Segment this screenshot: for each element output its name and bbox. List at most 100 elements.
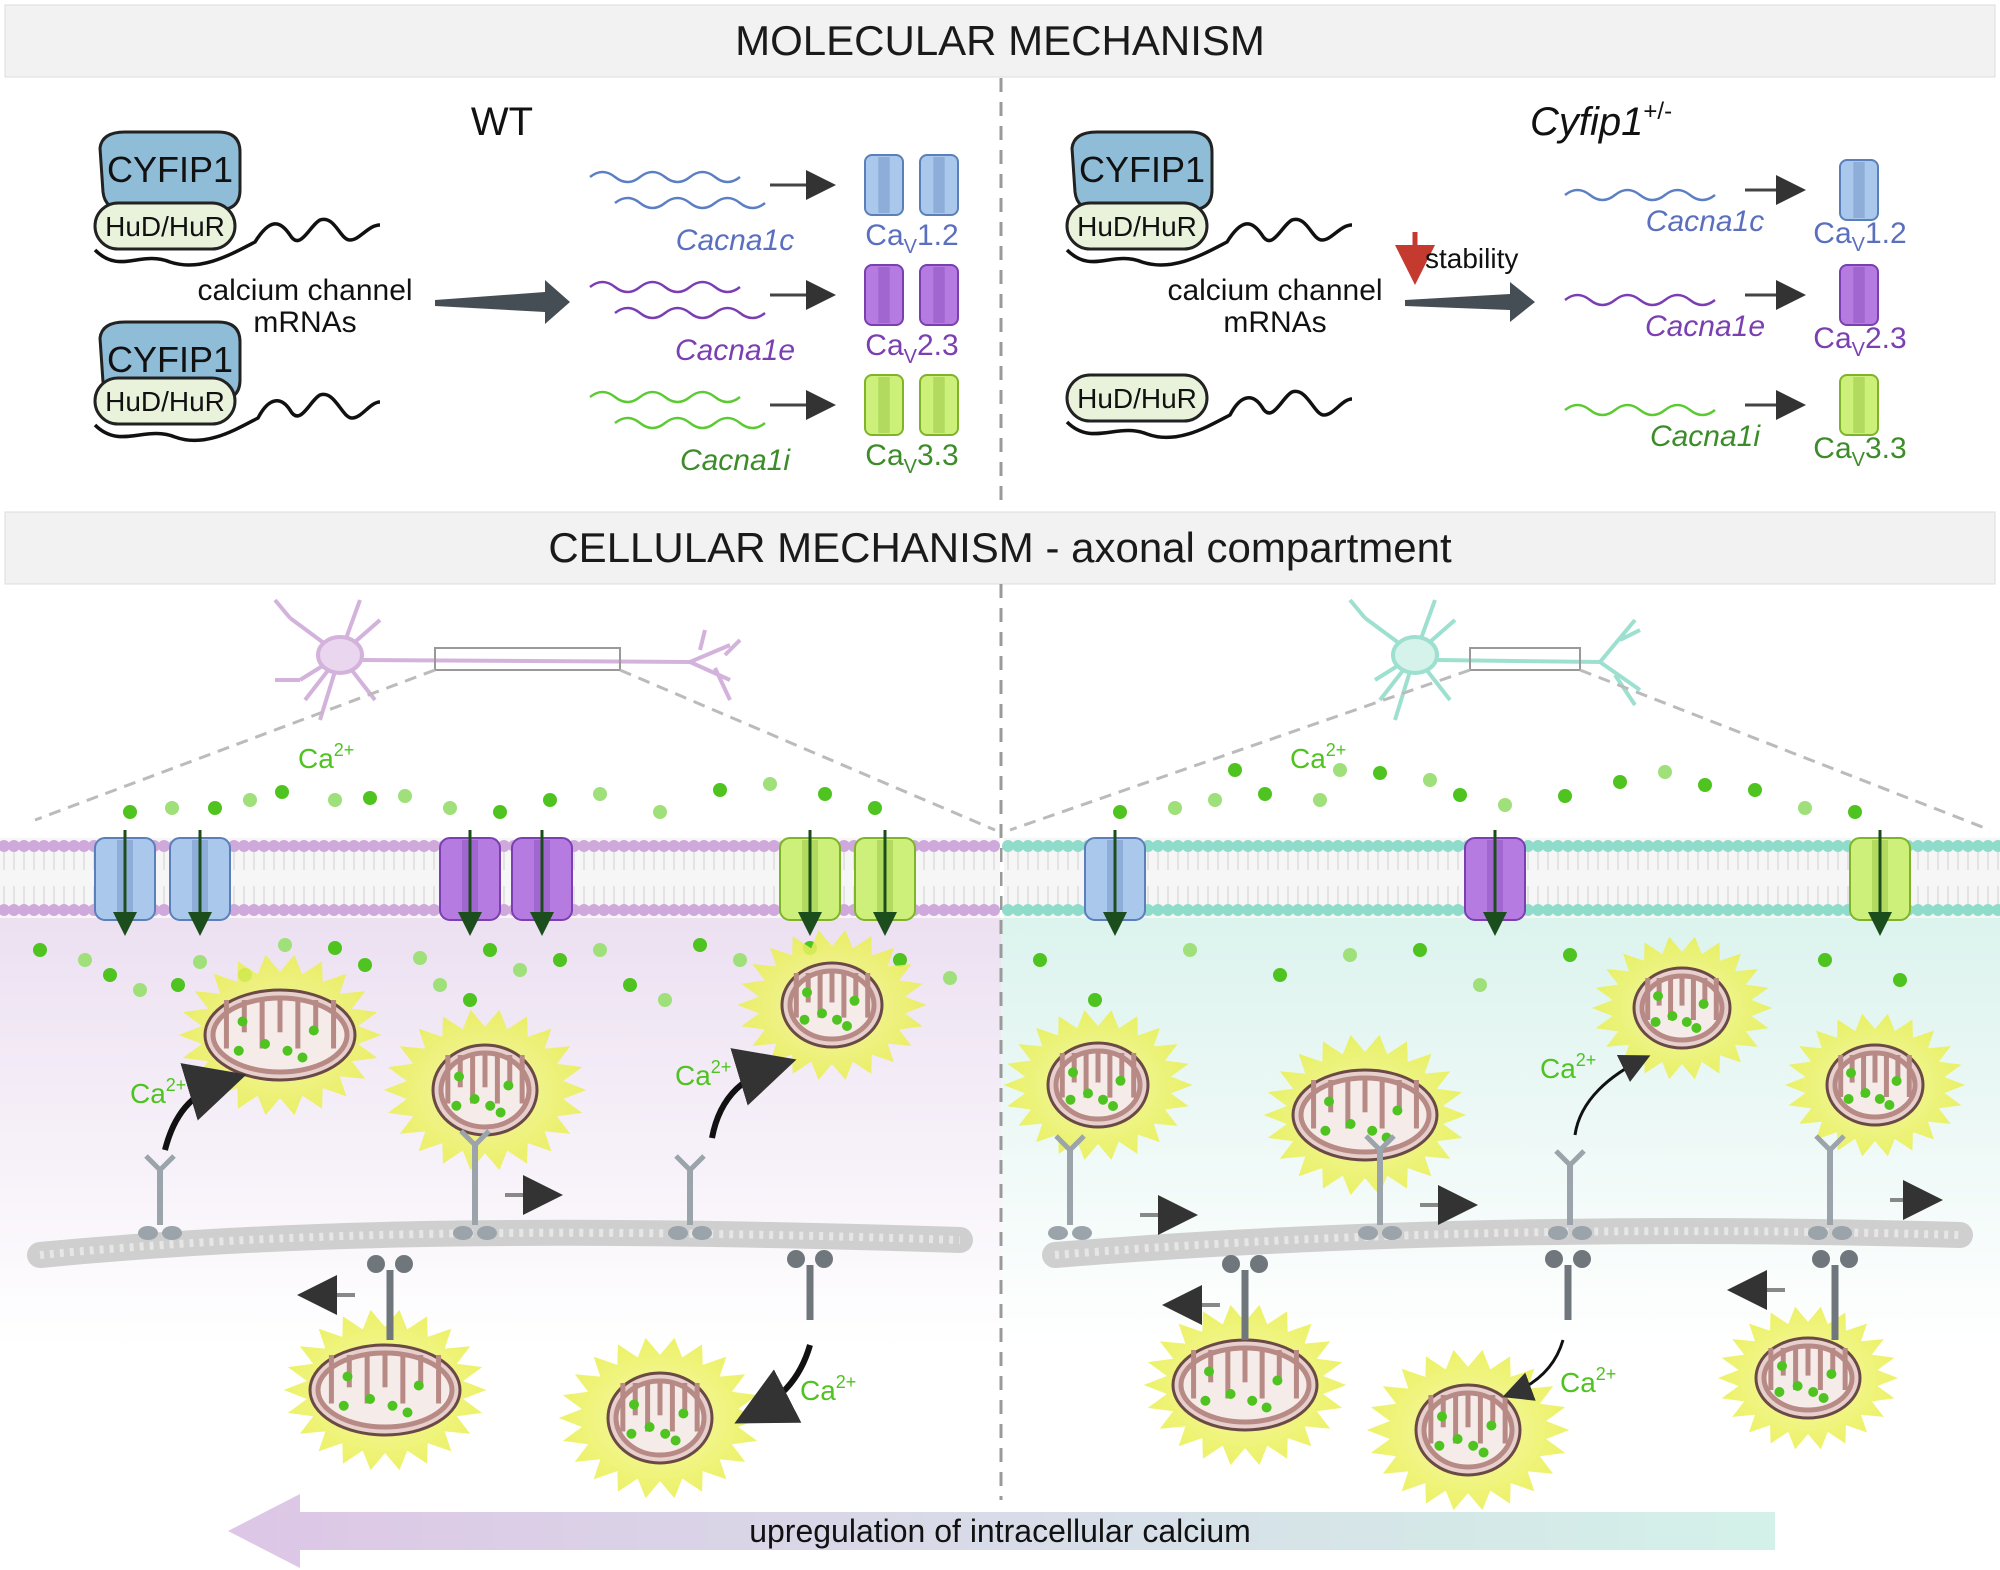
mitochondrion <box>283 1309 487 1471</box>
calcium-dot <box>1088 993 1102 1007</box>
calcium-dot <box>243 793 257 807</box>
calcium-dot <box>1563 948 1577 962</box>
calcium-dot <box>943 971 957 985</box>
channel-label: CaV3.3 <box>865 439 958 478</box>
molecular-banner <box>4 4 1996 78</box>
channel-icon <box>1839 374 1879 436</box>
channel-icon <box>919 154 959 216</box>
mitochondrion <box>1263 1034 1467 1196</box>
motor-protein <box>138 1154 182 1240</box>
mutant-ca-label-extracellular: Ca2+ <box>1290 740 1346 774</box>
mitochondrion <box>1143 1304 1347 1466</box>
ion-main: Ca <box>1540 1053 1576 1084</box>
mitochondrion <box>1003 1010 1193 1160</box>
ion-main: Ca <box>1290 743 1326 774</box>
channel-label: CaV3.3 <box>1813 432 1906 471</box>
wt-uptake-arrow-1 <box>162 1063 247 1151</box>
gene-label: Cacna1i <box>1650 420 1761 453</box>
calcium-dot <box>653 805 667 819</box>
mutant-title-sup: +/- <box>1643 98 1672 125</box>
calcium-dot <box>1228 763 1242 777</box>
hud-pill <box>93 201 237 251</box>
mutant-title: Cyfip1+/- <box>1530 98 1672 144</box>
wt-uptake-arrow-2 <box>709 1048 797 1139</box>
calcium-dot <box>165 801 179 815</box>
membrane-channel <box>1084 830 1146 936</box>
membrane-channel <box>169 830 231 936</box>
calcium-dot <box>413 951 427 965</box>
wt-mrna-label-2: mRNAs <box>253 306 356 339</box>
calcium-dot <box>278 938 292 952</box>
hud-label: HuD/HuR <box>105 386 225 417</box>
channel-label: CaV2.3 <box>865 329 958 368</box>
calcium-dot <box>1453 788 1467 802</box>
calcium-dot <box>443 801 457 815</box>
mutant-uptake-arrow-1 <box>1573 1054 1651 1136</box>
mitochondrion <box>1366 1349 1570 1511</box>
gene-label: Cacna1e <box>1645 310 1765 343</box>
mrna-wave <box>1564 403 1716 417</box>
mrna-wave <box>1564 293 1716 307</box>
channel-icon <box>919 374 959 436</box>
channel-icon <box>864 264 904 326</box>
calcium-dot <box>171 978 185 992</box>
channel-label: CaV1.2 <box>865 219 958 258</box>
mitochondrion <box>383 1009 587 1171</box>
mrna-strand <box>93 217 381 267</box>
calcium-dot <box>1613 775 1627 789</box>
calcium-dot <box>513 963 527 977</box>
mutant-ca-label-1: Ca2+ <box>1540 1050 1596 1084</box>
calcium-dot <box>1558 789 1572 803</box>
mutant-zoom-line-right <box>1579 668 1991 832</box>
calcium-dot <box>1473 978 1487 992</box>
calcium-dot <box>893 953 907 967</box>
mrna-strand <box>1065 389 1353 440</box>
mutant-title-main: Cyfip1 <box>1530 100 1643 144</box>
motor-protein <box>367 1255 413 1340</box>
wt-complex-1: CYFIP1 HuD/HuR <box>93 130 381 267</box>
wt-uptake-arrow-3 <box>734 1344 813 1424</box>
mitochondrion <box>1785 1013 1965 1157</box>
calcium-dot <box>208 801 222 815</box>
calcium-dot <box>818 787 832 801</box>
calcium-dot <box>1033 953 1047 967</box>
mrna-wave <box>589 280 741 294</box>
mrna-strand <box>1065 217 1353 267</box>
membrane-channel <box>94 830 156 936</box>
mutant-mrna-label-1: calcium channel <box>1167 274 1382 307</box>
membrane-channel <box>439 830 501 936</box>
mutant-mrna-label-2: mRNAs <box>1223 306 1326 339</box>
ion-sup: 2+ <box>1326 740 1347 760</box>
calcium-dot <box>1333 763 1347 777</box>
wt-title: WT <box>471 100 533 144</box>
calcium-dot <box>713 783 727 797</box>
channel-label: CaV2.3 <box>1813 322 1906 361</box>
hud-pill <box>1065 201 1209 251</box>
wt-translation-arrow <box>435 280 570 324</box>
calcium-dot <box>358 958 372 972</box>
mutant-complex-1: CYFIP1 HuD/HuR <box>1065 130 1353 267</box>
membrane-channel <box>1464 830 1526 936</box>
motor-protein <box>787 1250 833 1320</box>
calcium-dot <box>123 805 137 819</box>
wt-microtubule-texture <box>39 1228 961 1259</box>
motor-protein <box>1812 1250 1858 1340</box>
mitochondrion <box>558 1337 762 1499</box>
cellular-banner <box>4 511 1996 585</box>
calcium-dot <box>1748 783 1762 797</box>
calcium-dot <box>1818 953 1832 967</box>
calcium-dot <box>1258 787 1272 801</box>
motor-protein <box>453 1129 497 1240</box>
wt-mrna-label-1: calcium channel <box>197 274 412 307</box>
ion-main: Ca <box>675 1060 711 1091</box>
gene-label: Cacna1c <box>676 224 794 257</box>
ion-sup: 2+ <box>166 1075 187 1095</box>
calcium-dot <box>275 785 289 799</box>
mrna-wave <box>589 170 741 184</box>
wt-neuron <box>273 598 742 721</box>
ion-sup: 2+ <box>836 1372 857 1392</box>
ion-main: Ca <box>130 1078 166 1109</box>
wt-zoom-line-right <box>619 668 996 832</box>
